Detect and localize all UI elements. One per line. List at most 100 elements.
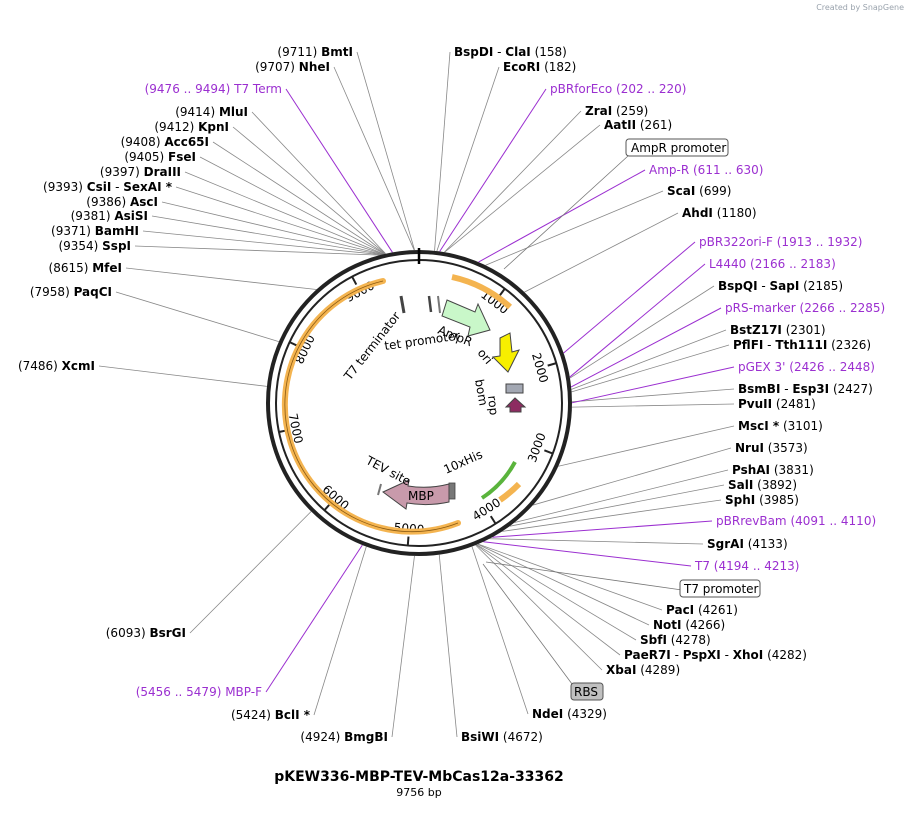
- leader-line: [125, 267, 317, 290]
- leader-line: [356, 51, 415, 251]
- small-feature-mark: [437, 295, 441, 314]
- site-label-mfei: (8615) MfeI: [49, 261, 122, 275]
- site-label-sfii: SbfI (4278): [640, 633, 711, 647]
- site-label-draiii: (9397) DraIII: [100, 165, 181, 179]
- site-label-bsmbi: BsmBI - Esp3I (2427): [738, 382, 873, 396]
- site-label-sphi: SphI (3985): [725, 493, 799, 507]
- leader-line: [199, 156, 385, 255]
- tick-mark: [489, 515, 497, 525]
- tick-label: 3000: [525, 431, 549, 465]
- tet-promoter-label: tet promoter: [383, 328, 461, 352]
- site-label-msci: MscI * (3101): [738, 419, 823, 433]
- tick-label: 2000: [529, 351, 551, 384]
- leader-line: [161, 201, 383, 255]
- site-label-paci: PacI (4261): [666, 603, 738, 617]
- site-labels: (9711) BmtI(9707) NheI(9476 .. 9494) T7 …: [18, 45, 885, 744]
- leader-line: [570, 307, 722, 388]
- leader-line: [333, 66, 415, 251]
- leader-line: [569, 285, 715, 379]
- leader-line: [558, 425, 735, 467]
- leader-line: [189, 511, 312, 634]
- site-label-bamhi: (9371) BamHI: [51, 224, 139, 238]
- leader-line: [476, 544, 637, 641]
- ampr-promoter-box: [625, 138, 729, 157]
- site-label-paqci: (7958) PaqCI: [30, 285, 112, 299]
- leader-line: [514, 469, 729, 523]
- leader-line: [439, 88, 547, 252]
- tev-site-label: TEV site: [363, 453, 413, 489]
- site-label-xbai: XbaI (4289): [606, 663, 680, 677]
- site-label-pbrrevbam: pBRrevBam (4091 .. 4110): [716, 514, 876, 528]
- site-label-bmgbi: (4924) BmgBI: [300, 730, 388, 744]
- leader-line: [502, 499, 722, 532]
- tick-mark: [498, 288, 506, 297]
- tev-site-box: [448, 482, 456, 500]
- site-label-kpni: (9412) KpnI: [154, 120, 229, 134]
- site-label-mbpf: (5456 .. 5479) MBP-F: [136, 685, 262, 699]
- t7-promoter-label: T7 promoter: [683, 582, 759, 596]
- site-label-bstz17i: BstZ17I (2301): [730, 323, 826, 337]
- site-label-nhei: (9707) NheI: [255, 60, 330, 74]
- site-label-l4440: L4440 (2166 .. 2183): [709, 257, 836, 271]
- ori-label: ori: [475, 346, 496, 367]
- leader-line: [444, 124, 601, 253]
- plasmid-title: pKEW336-MBP-TEV-MbCas12a-33362: [274, 769, 563, 785]
- rbs-label: RBS: [574, 685, 598, 699]
- leader-line: [532, 447, 732, 506]
- site-label-nrui: NruI (3573): [735, 441, 808, 455]
- site-label-paer7i: PaeR7I - PspXI - XhoI (4282): [624, 648, 807, 662]
- leader-line: [142, 230, 382, 256]
- bom-label: bom: [472, 378, 490, 407]
- site-label-t7: T7 (4194 .. 4213): [694, 559, 799, 573]
- leader-line: [563, 241, 696, 354]
- site-label-aatii: AatII (261): [604, 118, 672, 132]
- tick-mark: [547, 362, 557, 367]
- site-label-ecori: EcoRI (182): [503, 60, 576, 74]
- site-label-t7term: (9476 .. 9494) T7 Term: [145, 82, 282, 96]
- ampr-arrow: [441, 299, 491, 337]
- bom-box: [505, 383, 524, 394]
- site-label-sgrai: SgrAI (4133): [707, 537, 788, 551]
- tick-mark: [543, 449, 554, 455]
- leader-line: [569, 263, 706, 378]
- leader-line: [313, 546, 367, 716]
- leader-line: [391, 555, 415, 738]
- leader-line: [483, 541, 692, 567]
- site-label-fsei: (9405) FseI: [124, 150, 196, 164]
- site-label-pshai: PshAI (3831): [732, 463, 814, 477]
- site-label-sali: SalI (3892): [728, 478, 797, 492]
- leader-line: [476, 544, 621, 656]
- leader-line: [134, 245, 380, 256]
- site-label-prsmarker: pRS-marker (2266 .. 2285): [725, 301, 885, 315]
- plasmid-size: 9756 bp: [396, 786, 441, 799]
- leader-line: [184, 171, 385, 255]
- boxed-labels: AmpR promoter T7 promoter RBS: [482, 138, 761, 701]
- leader-line: [212, 141, 386, 255]
- leader-line: [151, 215, 383, 255]
- site-label-ahdi: AhdI (1180): [682, 206, 757, 220]
- site-label-pbrforeco: pBRforEco (202 .. 220): [550, 82, 686, 96]
- leader-line: [489, 538, 704, 545]
- mbp-arrow: [382, 479, 450, 510]
- cds-arcs: [281, 274, 522, 535]
- leader-line: [98, 365, 267, 387]
- mbp-label: MBP: [408, 489, 434, 503]
- rop-arrow: [504, 397, 527, 413]
- tev-mark: [377, 483, 382, 496]
- site-label-mlui: (9414) MluI: [175, 105, 248, 119]
- site-label-sspi: (9354) SspI: [58, 239, 131, 253]
- leader-line: [471, 546, 529, 715]
- leader-line: [175, 186, 384, 255]
- rbs-box: [570, 682, 604, 701]
- feature-labels: AmpR ori bom rop tet promoter T7 termina…: [341, 309, 501, 503]
- ori-arrow: [491, 332, 520, 373]
- site-label-zrai: ZraI (259): [585, 104, 648, 118]
- backbone: [266, 250, 572, 556]
- site-label-pgex3: pGEX 3' (2426 .. 2448): [738, 360, 875, 374]
- cds-arc-right: [498, 481, 522, 503]
- tick-mark: [351, 276, 358, 286]
- leader-line: [232, 126, 386, 255]
- t7-promoter-box: [679, 579, 761, 598]
- leader-line: [571, 344, 730, 393]
- leader-line: [571, 403, 735, 408]
